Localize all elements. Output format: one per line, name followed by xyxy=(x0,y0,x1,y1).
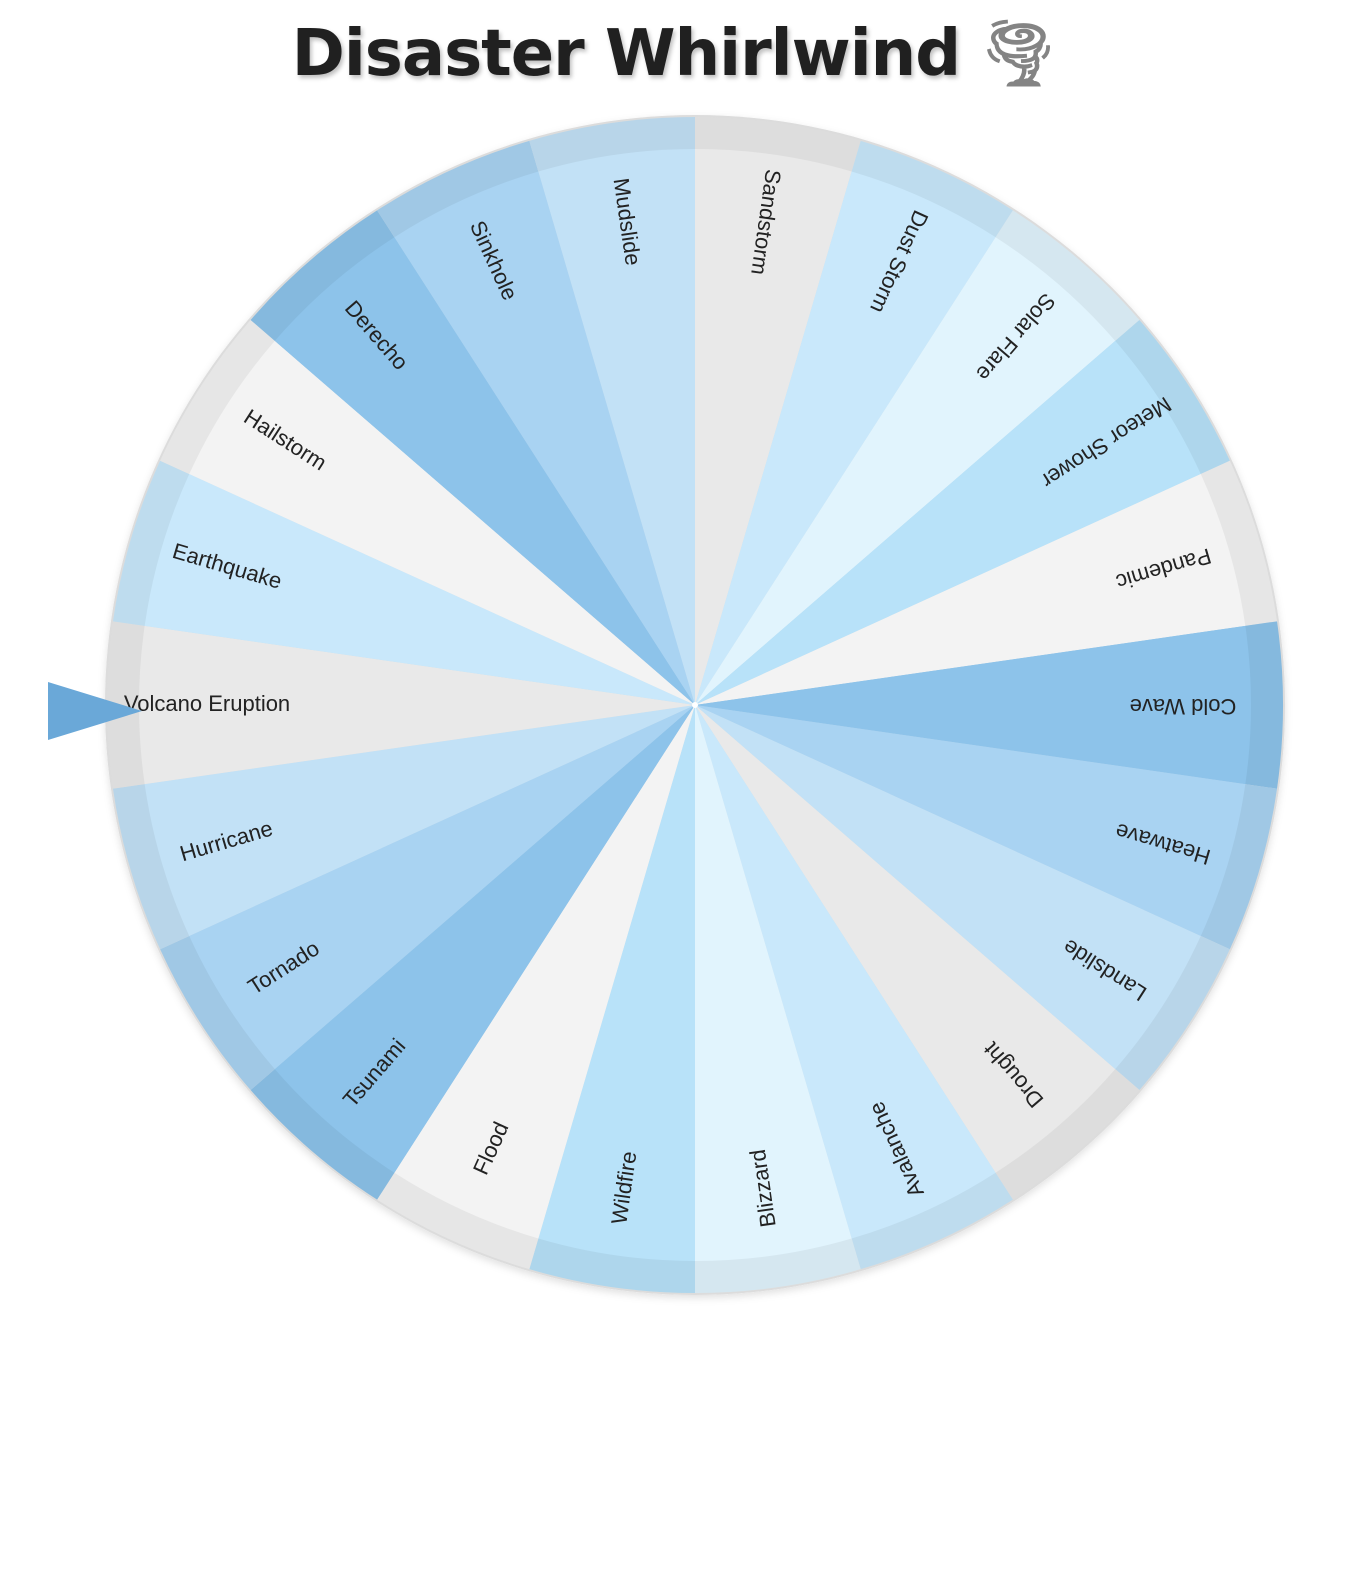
wheel-segment-volcano-eruption[interactable] xyxy=(139,625,696,785)
wheel-segment-wildfire[interactable] xyxy=(538,705,695,1261)
wheel-label-cold-wave: Cold Wave xyxy=(1130,694,1237,719)
wheel-segment-tsunami[interactable] xyxy=(274,705,695,1173)
wheel-segments[interactable] xyxy=(139,149,1251,1261)
wheel-segment-drought[interactable] xyxy=(695,705,1116,1173)
wheel-segment-earthquake[interactable] xyxy=(144,474,695,705)
wheel-segment-flood[interactable] xyxy=(394,705,695,1239)
wheel-hub xyxy=(692,702,698,708)
page-title: Disaster Whirlwind🌪 xyxy=(0,14,1350,94)
wheel-segment-sandstorm[interactable] xyxy=(695,149,852,705)
wheel-segment-mudslide[interactable] xyxy=(538,149,695,705)
tornado-icon: 🌪 xyxy=(978,17,1059,91)
wheel-segment-tornado[interactable] xyxy=(189,705,696,1070)
wheel-segment-heatwave[interactable] xyxy=(695,705,1246,936)
pointer-arrow-icon xyxy=(48,682,142,740)
wheel-segment-avalanche[interactable] xyxy=(695,705,996,1239)
wheel-segment-hailstorm[interactable] xyxy=(189,340,696,705)
wheel-segment-blizzard[interactable] xyxy=(695,705,852,1261)
wheel-segment-cold-wave[interactable] xyxy=(695,625,1251,785)
wheel-segment-hurricane[interactable] xyxy=(144,705,695,936)
wheel-segment-meteor-shower[interactable] xyxy=(695,340,1201,705)
wheel-segment-dust-storm[interactable] xyxy=(695,171,996,705)
title-text: Disaster Whirlwind xyxy=(291,17,961,91)
wheel-segment-derecho[interactable] xyxy=(274,237,695,705)
wheel-label-volcano-eruption: Volcano Eruption xyxy=(124,691,290,716)
wheel-segment-sinkhole[interactable] xyxy=(394,171,695,705)
wheel-segment-solar-flare[interactable] xyxy=(695,237,1116,705)
wheel-segment-pandemic[interactable] xyxy=(695,474,1246,705)
wheel-segment-landslide[interactable] xyxy=(695,705,1201,1070)
